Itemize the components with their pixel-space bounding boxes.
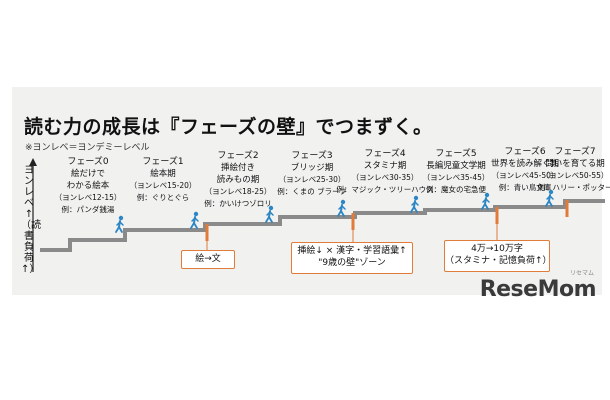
logo-subtitle: リセマム [569,270,594,277]
phase-example: 例：くまの ブラーフ [277,187,347,196]
phase-7-label: フェーズ7 問いを育てる期 （ヨンレベ50-55） 例：ハリー・ポッター [538,146,610,194]
phase-title: 絵だけで [70,169,106,179]
phase-0-label: フェーズ0 絵だけで わかる絵本 （ヨンレベ12-15） 例：パンダ銭湯 [55,156,122,216]
phase-title: ブリッジ期 [290,163,334,173]
phase-title: 問いを育てる期 [545,159,605,169]
phase-name: フェーズ5 [435,149,477,159]
page-title: 読む力の成長は『フェーズの壁』でつまずく。 [24,116,433,138]
y-axis-label: ヨンレベ↑（読書負荷↑） [21,165,41,275]
walking-person-icon [545,189,554,207]
walking-person-icon [115,215,124,233]
phase-example: 例：魔女の宅急便 [425,185,486,194]
callout-text: 絵→文 [195,254,221,264]
phase-name: フェーズ7 [554,147,596,157]
y-axis-arrow-head [29,158,37,166]
phase-level: （ヨンレベ15-20） [129,181,197,190]
phase-name: フェーズ2 [217,151,259,161]
phase-title: 読みもの期 [216,175,260,185]
level-note: ※ヨンレベ＝ヨンデミーレベル [25,143,150,153]
walking-person-icon [410,195,419,213]
phase-example: 例：ぐりとぐら [136,193,190,202]
phase-level: （ヨンレベ35-45） [422,173,490,182]
phase-name: フェーズ0 [67,157,109,167]
phase-title: 挿絵付き [220,163,255,173]
callout-nine-year-wall: 挿絵↓ × 漢字・学習語彙↑ "9歳の壁"ゾーン [291,242,413,274]
phase-example: 例：ハリー・ポッター [537,183,610,192]
walking-person-icon [481,192,490,210]
phase-name: フェーズ4 [364,149,406,159]
callout-character-count: 4万→10万字 （スタミナ・記憶負荷↑） [444,240,552,272]
phase-4-label: フェーズ4 スタミナ期 （ヨンレベ30-35） 例：マジック・ツリーハウス [336,148,433,196]
phase-level: （ヨンレベ18-25） [204,187,272,196]
phase-2-label: フェーズ2 挿絵付き 読みもの期 （ヨンレベ18-25） 例：かいけつゾロリ [204,150,272,210]
phase-3-label: フェーズ3 ブリッジ期 （ヨンレベ25-30） 例：くまの ブラーフ [277,150,346,198]
phase-name: フェーズ1 [142,157,184,167]
callout-text: "9歳の壁"ゾーン [318,258,386,268]
phase-name: フェーズ6 [504,147,546,157]
phase-example: 例：かいけつゾロリ [204,199,272,208]
phase-level: （ヨンレベ30-35） [351,173,419,182]
phase-title: 世界を読み解く期 [490,159,560,169]
phase-title: 長編児童文学期 [426,161,486,171]
callout-text: 挿絵↓ × 漢字・学習語彙↑ [297,246,407,256]
phase-name: フェーズ3 [291,151,333,161]
walking-person-icon [337,199,346,217]
phase-level: （ヨンレベ50-55） [541,171,609,180]
phase-title: わかる絵本 [66,181,110,191]
phase-title: 絵本期 [150,169,176,179]
walking-person-icon [265,205,274,223]
phase-5-label: フェーズ5 長編児童文学期 （ヨンレベ35-45） 例：魔女の宅急便 [423,148,490,196]
callout-text: （スタミナ・記憶負荷↑） [445,256,552,266]
staircase-line [40,199,605,252]
walking-person-icon [190,211,199,229]
phase-level: （ヨンレベ45-50） [491,171,559,180]
phase-1-label: フェーズ1 絵本期 （ヨンレベ15-20） 例：ぐりとぐら [130,156,197,204]
resemom-logo[interactable]: ReseMom [479,277,597,302]
phase-level: （ヨンレベ25-30） [278,175,346,184]
phase-example: 例：マジック・ツリーハウス [336,185,434,194]
phase-6-label: フェーズ6 世界を読み解く期 （ヨンレベ45-50） 例：青い鳥文庫 [491,146,559,194]
phase-example: 例：青い鳥文庫 [498,183,552,192]
phase-example: 例：パンダ銭湯 [61,205,115,214]
phase-level: （ヨンレベ12-15） [54,193,122,202]
callout-text: 4万→10万字 [471,244,523,254]
phase-title: スタミナ期 [363,161,407,171]
callout-picture-to-text: 絵→文 [181,250,235,269]
